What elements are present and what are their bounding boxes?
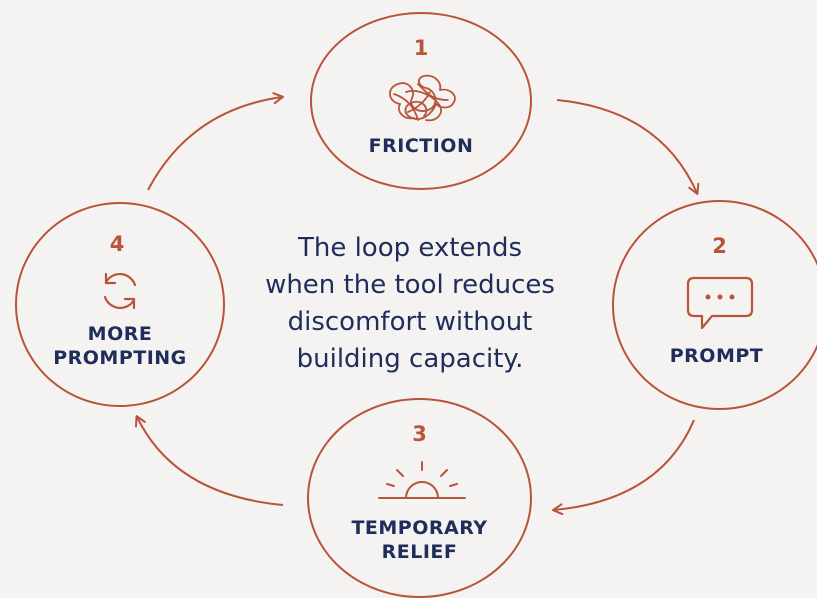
arrow-more-prompting-to-friction [147, 92, 284, 191]
node-label-line: PROMPTING [53, 347, 187, 369]
node-number: 2 [712, 234, 727, 258]
node-number: 3 [412, 422, 427, 446]
node-label-more-prompting: MORE PROMPTING [17, 322, 223, 370]
node-number: 4 [109, 232, 125, 256]
refresh-cycle-icon [103, 272, 137, 310]
sunrise-icon [378, 461, 466, 499]
arrow-prompt-to-relief [552, 419, 695, 516]
node-label-line: MORE [87, 323, 153, 345]
node-more-prompting: 4 MORE PROMPTING [15, 202, 225, 407]
node-label-line: TEMPORARY [351, 517, 488, 539]
node-label-prompt: PROMPT [608, 344, 817, 368]
chat-bubble-icon [686, 276, 754, 330]
node-number: 1 [413, 36, 429, 60]
center-caption-line: The loop extends [297, 233, 523, 263]
node-label-line: RELIEF [381, 541, 458, 563]
node-label-friction: FRICTION [312, 134, 530, 158]
tangle-knot-icon [389, 74, 456, 122]
node-friction: 1 FRICTION [310, 12, 532, 190]
center-caption-line: building capacity. [296, 344, 524, 374]
node-label-line: FRICTION [368, 135, 474, 157]
node-temporary-relief: 3 TEMPORARY RELIEF [307, 398, 532, 598]
arrow-friction-to-prompt [556, 99, 700, 195]
node-label-temporary-relief: TEMPORARY RELIEF [309, 516, 530, 564]
center-caption-line: when the tool reduces [265, 270, 555, 300]
center-caption-line: discomfort without [287, 307, 533, 337]
node-label-line: PROMPT [669, 345, 764, 367]
center-caption: The loop extends when the tool reduces d… [220, 230, 600, 378]
arrow-relief-to-more-prompting [135, 415, 284, 506]
node-prompt: 2 PROMPT [612, 200, 817, 410]
